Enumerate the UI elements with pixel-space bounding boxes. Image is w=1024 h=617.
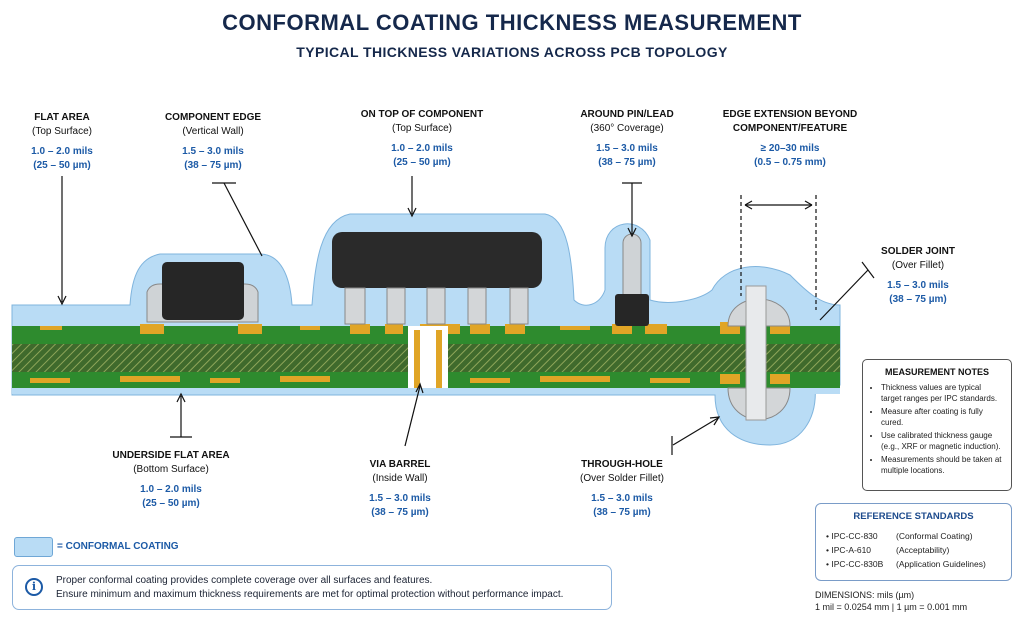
label-around-pin: AROUND PIN/LEAD (360° Coverage) 1.5 – 3.… <box>572 108 682 170</box>
leader-lines <box>57 176 875 455</box>
solder-joint-sub: (Over Fillet) <box>891 260 945 271</box>
notes-item: Measure after coating is fully cured. <box>881 407 1003 428</box>
refs-code-text: IPC-CC-830B <box>831 559 884 569</box>
solder-joint-title: SOLDER JOINT <box>881 246 955 257</box>
around-pin-sub: (360° Coverage) <box>590 123 664 134</box>
refs-row: • IPC-CC-830B (Application Guidelines) <box>826 557 1001 571</box>
on-top-title: ON TOP OF COMPONENT <box>360 109 484 120</box>
through-hole-v1: 1.5 – 3.0 mils <box>591 493 653 504</box>
through-hole-sub: (Over Solder Fillet) <box>580 473 664 484</box>
refs-code: • IPC-A-610 <box>826 545 872 555</box>
edge-extension-title1: EDGE EXTENSION BEYOND <box>722 109 858 120</box>
dimensions-line2: 1 mil = 0.0254 mm | 1 µm = 0.001 mm <box>815 602 968 612</box>
refs-code: • IPC-CC-830 <box>826 531 878 541</box>
underside-v2: (25 – 50 µm) <box>142 498 200 509</box>
via-barrel-v1: 1.5 – 3.0 mils <box>369 493 431 504</box>
on-top-v2: (25 – 50 µm) <box>393 157 451 168</box>
label-on-top-component: ON TOP OF COMPONENT (Top Surface) 1.0 – … <box>352 108 492 170</box>
refs-desc: (Application Guidelines) <box>896 559 986 569</box>
info-text: Proper conformal coating provides comple… <box>56 574 563 602</box>
notes-item: Use calibrated thickness gauge (e.g., XR… <box>881 431 1003 452</box>
via-barrel-v2: (38 – 75 µm) <box>371 507 429 518</box>
pin-lead <box>615 233 649 326</box>
legend-swatch <box>14 537 53 557</box>
flat-area-v2: (25 – 50 µm) <box>33 160 91 171</box>
solder-joint-v2: (38 – 75 µm) <box>889 294 947 305</box>
dimensions-line1: DIMENSIONS: mils (µm) <box>815 590 915 600</box>
refs-desc: (Conformal Coating) <box>896 531 973 541</box>
component-edge-v2: (38 – 75 µm) <box>184 160 242 171</box>
around-pin-v2: (38 – 75 µm) <box>598 157 656 168</box>
copper-traces-bottom <box>30 374 790 384</box>
edge-extension-v2: (0.5 – 0.75 mm) <box>754 157 826 168</box>
notes-heading: MEASUREMENT NOTES <box>884 367 989 377</box>
around-pin-v1: 1.5 – 3.0 mils <box>596 143 658 154</box>
refs-desc: (Acceptability) <box>896 545 950 555</box>
via-barrel <box>408 326 448 388</box>
refs-code: • IPC-CC-830B <box>826 559 884 569</box>
underside-title: UNDERSIDE FLAT AREA <box>112 450 230 461</box>
component-edge-title: COMPONENT EDGE <box>164 112 262 123</box>
page-title: CONFORMAL COATING THICKNESS MEASUREMENT <box>222 10 802 35</box>
via-barrel-sub: (Inside Wall) <box>372 473 428 484</box>
label-edge-extension: EDGE EXTENSION BEYOND COMPONENT/FEATURE … <box>710 108 870 170</box>
flat-area-v1: 1.0 – 2.0 mils <box>31 146 93 157</box>
flat-area-title: FLAT AREA <box>34 112 90 123</box>
edge-extension-title2: COMPONENT/FEATURE <box>732 123 848 134</box>
label-via-barrel: VIA BARREL (Inside Wall) 1.5 – 3.0 mils … <box>350 458 450 520</box>
legend-label: = CONFORMAL COATING <box>57 541 179 552</box>
solder-joint-v1: 1.5 – 3.0 mils <box>887 280 949 291</box>
reference-standards-panel: REFERENCE STANDARDS • IPC-CC-830 (Confor… <box>815 503 1012 581</box>
edge-extension-marker <box>740 195 817 310</box>
label-through-hole: THROUGH-HOLE (Over Solder Fillet) 1.5 – … <box>562 458 682 520</box>
pcb-bottom-coating-strip <box>12 388 840 394</box>
label-component-edge: COMPONENT EDGE (Vertical Wall) 1.5 – 3.0… <box>155 111 271 173</box>
underside-v1: 1.0 – 2.0 mils <box>140 484 202 495</box>
around-pin-title: AROUND PIN/LEAD <box>580 109 674 120</box>
refs-code-text: IPC-CC-830 <box>831 531 878 541</box>
edge-extension-v1: ≥ 20–30 mils <box>760 143 820 154</box>
underside-sub: (Bottom Surface) <box>133 464 209 475</box>
large-ic-component <box>332 232 542 325</box>
small-component <box>146 262 259 323</box>
via-barrel-title: VIA BARREL <box>369 459 431 470</box>
measurement-notes-panel: MEASUREMENT NOTES Thickness values are t… <box>862 359 1012 491</box>
notes-item: Measurements should be taken at multiple… <box>881 455 1003 476</box>
page-subtitle: TYPICAL THICKNESS VARIATIONS ACROSS PCB … <box>296 44 728 60</box>
flat-area-sub: (Top Surface) <box>31 126 93 137</box>
through-hole-joint <box>727 285 791 421</box>
component-edge-v1: 1.5 – 3.0 mils <box>182 146 244 157</box>
info-line1: Proper conformal coating provides comple… <box>56 575 433 586</box>
through-hole-v2: (38 – 75 µm) <box>593 507 651 518</box>
refs-code-text: IPC-A-610 <box>831 545 872 555</box>
refs-row: • IPC-CC-830 (Conformal Coating) <box>826 529 1001 543</box>
component-edge-sub: (Vertical Wall) <box>182 126 244 137</box>
refs-row: • IPC-A-610 (Acceptability) <box>826 543 1001 557</box>
through-hole-title: THROUGH-HOLE <box>581 459 663 470</box>
info-line2: Ensure minimum and maximum thickness req… <box>56 589 564 600</box>
label-underside: UNDERSIDE FLAT AREA (Bottom Surface) 1.0… <box>106 449 236 511</box>
notes-item: Thickness values are typical target rang… <box>881 383 1003 404</box>
label-flat-area: FLAT AREA (Top Surface) 1.0 – 2.0 mils (… <box>14 111 110 173</box>
notes-list: Thickness values are typical target rang… <box>871 383 1003 476</box>
refs-heading: REFERENCE STANDARDS <box>853 511 974 522</box>
label-solder-joint: SOLDER JOINT (Over Fillet) 1.5 – 3.0 mil… <box>866 245 970 307</box>
info-icon: i <box>25 578 43 596</box>
on-top-v1: 1.0 – 2.0 mils <box>391 143 453 154</box>
on-top-sub: (Top Surface) <box>391 123 453 134</box>
info-box: i Proper conformal coating provides comp… <box>12 565 612 610</box>
dimensions-note: DIMENSIONS: mils (µm) 1 mil = 0.0254 mm … <box>815 589 1015 613</box>
